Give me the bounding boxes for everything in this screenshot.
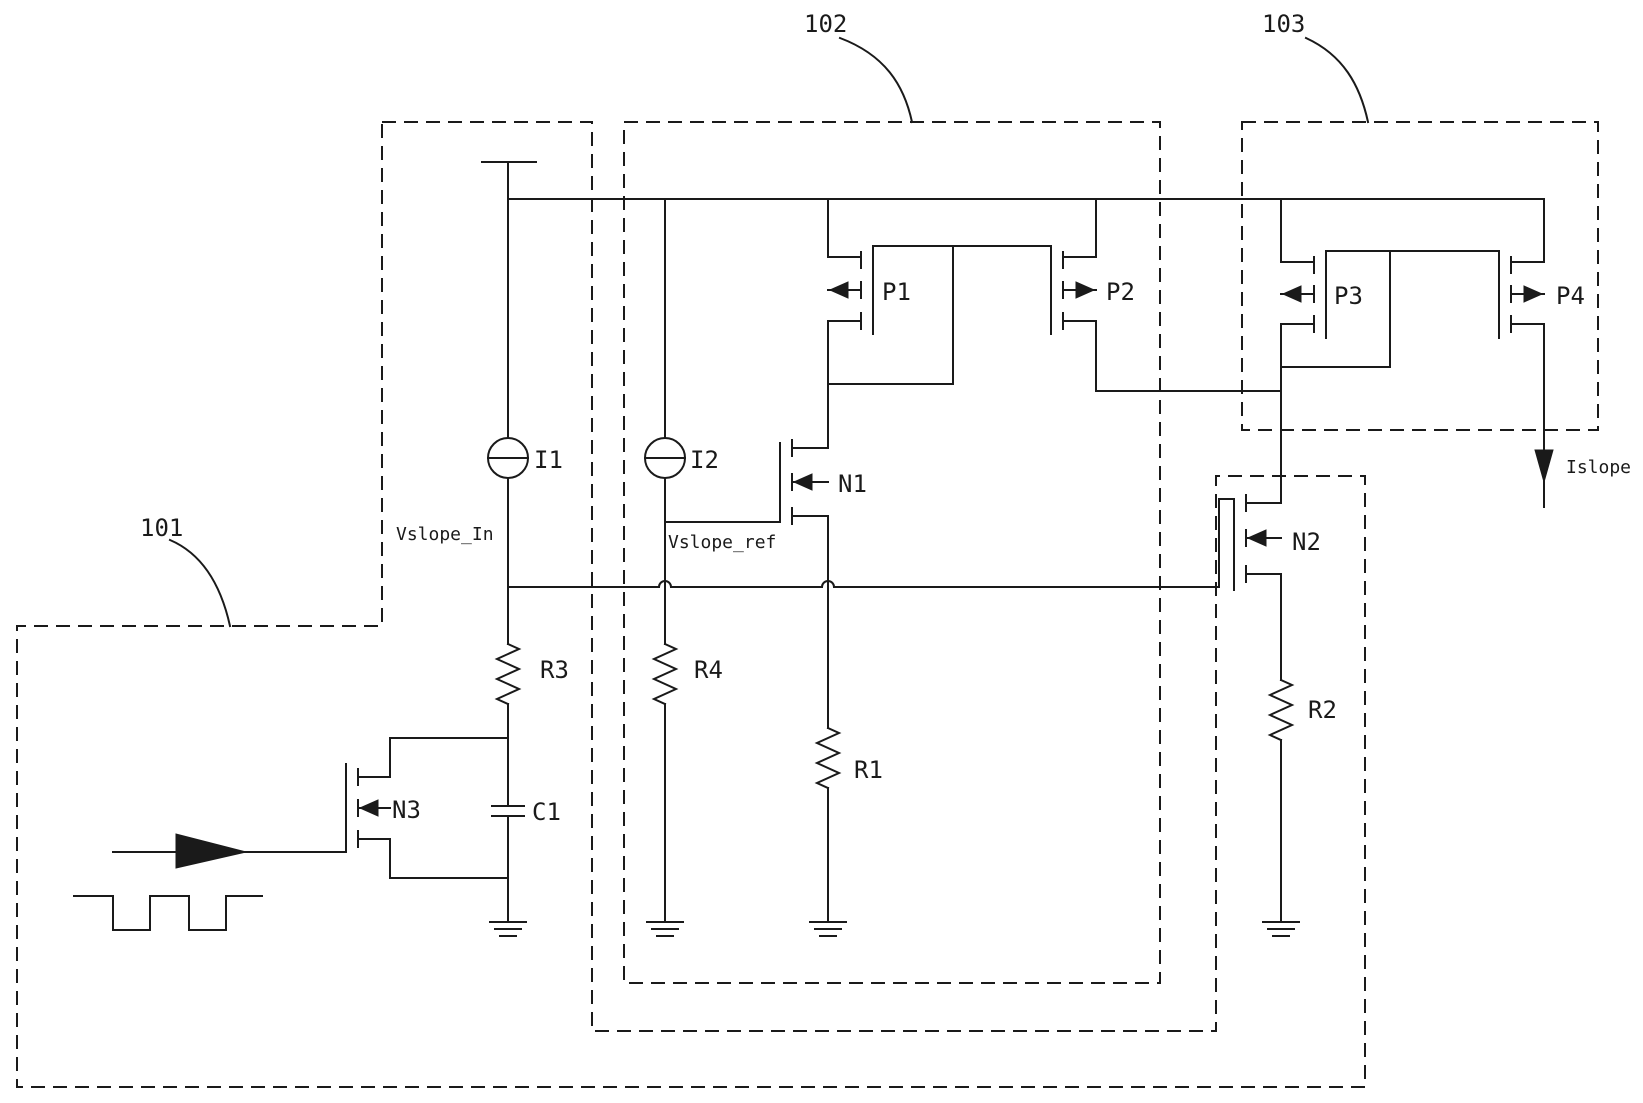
label-islope: Islope (1566, 457, 1631, 478)
transistor-n3 (346, 738, 508, 878)
vslope-ref-to-n1-gate (665, 443, 780, 522)
label-r4: R4 (694, 656, 723, 684)
block-103-label: 103 (1262, 10, 1305, 38)
ground-symbol (647, 922, 683, 936)
con-arrow-icon (176, 834, 246, 868)
label-i2: I2 (690, 446, 719, 474)
ground-symbol (1263, 922, 1299, 936)
transistor-p1 (828, 199, 873, 432)
label-p3: P3 (1334, 282, 1363, 310)
resistor-r3 (497, 644, 519, 704)
capacitor-c1 (492, 806, 524, 816)
resistor-r2 (1270, 680, 1292, 740)
ground-symbol (810, 922, 846, 936)
label-r1: R1 (854, 756, 883, 784)
current-source-i1 (488, 438, 528, 478)
transistor-p4 (1499, 199, 1544, 480)
leader-102 (840, 38, 912, 122)
resistor-r1 (817, 728, 839, 788)
resistor-r4 (654, 644, 676, 704)
vslope-in-net (508, 499, 1234, 587)
label-i1: I1 (534, 446, 563, 474)
ground-symbol (490, 922, 526, 936)
label-p2: P2 (1106, 278, 1135, 306)
transistor-n1 (780, 432, 828, 728)
label-vslope-in: Vslope_In (396, 524, 494, 545)
leader-101 (170, 540, 230, 626)
label-n3: N3 (392, 796, 421, 824)
label-n1: N1 (838, 470, 867, 498)
transistor-p3 (1281, 199, 1326, 495)
transistor-n2 (1234, 495, 1281, 680)
con-waveform (74, 896, 262, 930)
current-source-i2 (645, 438, 685, 478)
transistor-p2 (1051, 199, 1096, 391)
block-101-label: 101 (140, 514, 183, 542)
label-p4: P4 (1556, 282, 1585, 310)
block-101-outline (17, 122, 1365, 1087)
label-p1: P1 (882, 278, 911, 306)
leader-103 (1306, 38, 1368, 122)
label-r2: R2 (1308, 696, 1337, 724)
block-102-label: 102 (804, 10, 847, 38)
label-r3: R3 (540, 656, 569, 684)
label-vslope-ref: Vslope_ref (668, 532, 776, 553)
label-n2: N2 (1292, 528, 1321, 556)
label-c1: C1 (532, 798, 561, 826)
islope-arrow-icon (1535, 450, 1553, 482)
